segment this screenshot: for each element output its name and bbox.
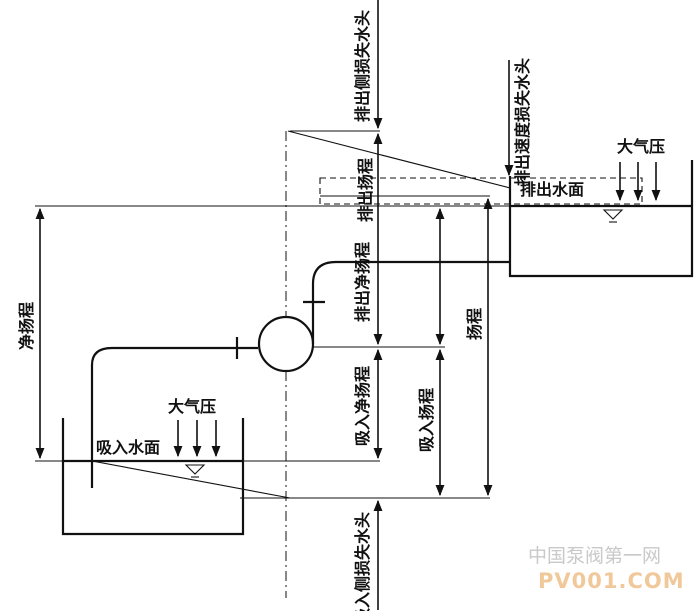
discharge-velocity-loss-head-label: 排出速度损失水头 — [513, 58, 532, 186]
suction-tank — [61, 418, 245, 536]
discharge-atmospheric-arrows — [615, 162, 661, 202]
suction-loss-gradient-line — [91, 460, 291, 499]
suction-water-surface-label: 吸入水面 — [96, 438, 160, 457]
watermark-site-name: 中国泵阀第一网 — [528, 545, 661, 567]
net-head-label: 净扬程 — [17, 302, 36, 350]
discharge-atmospheric-pressure-label: 大气压 — [617, 137, 665, 156]
suction-side-loss-head-label: 吸入侧损失水头 — [353, 512, 372, 611]
watermark-site-url: PV001.COM — [538, 569, 685, 593]
pump-casing — [257, 315, 315, 373]
suction-atmospheric-arrows — [173, 420, 221, 458]
discharge-net-head-label: 排出净扬程 — [353, 242, 372, 322]
suction-head-label: 吸入扬程 — [417, 388, 436, 452]
discharge-loss-gradient-line — [287, 130, 511, 189]
discharge-water-surface-symbol — [602, 209, 624, 223]
discharge-pipe — [311, 260, 510, 344]
suction-water-surface-symbol — [184, 464, 206, 478]
discharge-side-loss-head-label: 排出侧损失水头 — [353, 10, 372, 122]
discharge-water-surface-label: 排出水面 — [520, 180, 584, 199]
suction-net-head-label: 吸入净扬程 — [353, 366, 372, 446]
discharge-head-label: 排出扬程 — [356, 158, 375, 222]
discharge-tank — [508, 160, 694, 278]
suction-pipe — [90, 346, 258, 488]
suction-atmospheric-pressure-label: 大气压 — [168, 397, 216, 416]
head-label: 扬程 — [465, 308, 484, 340]
